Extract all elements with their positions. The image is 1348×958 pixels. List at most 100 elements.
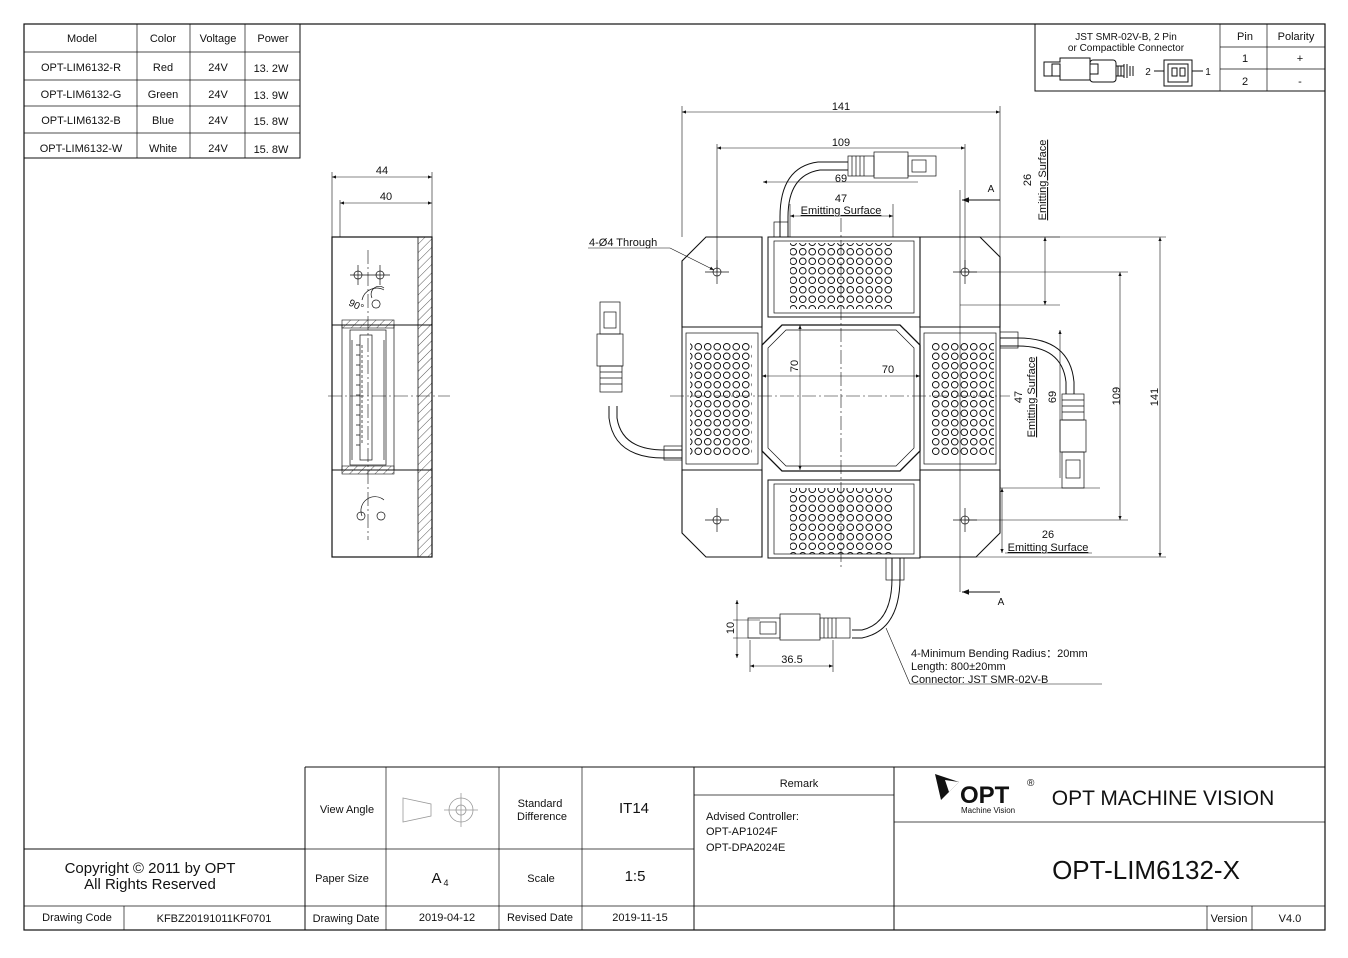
color-header: Color (150, 33, 177, 45)
section-label-top: A (988, 184, 995, 195)
dim-70-vertical: 70 (789, 360, 801, 372)
remark-line: Advised Controller: (706, 811, 799, 823)
power-cell: 13. 9W (254, 90, 289, 102)
side-dim-44: 44 (376, 165, 388, 177)
opt-logo-icon (935, 774, 959, 800)
emit-label-right: Emitting Surface (1037, 140, 1049, 221)
bottom-led-array (790, 488, 894, 554)
pin-header: Pin (1237, 31, 1253, 43)
emit-label-side: Emitting Surface (1026, 357, 1038, 438)
company-logo: OPT (960, 782, 1010, 809)
dim-26-bottom: 26 (1042, 529, 1054, 541)
hole-note: 4-Ø4 Through (589, 237, 657, 249)
cable-note-connector: Connector: JST SMR-02V-B (911, 674, 1048, 686)
voltage-header: Voltage (200, 33, 237, 45)
angle-label: 90° (347, 298, 365, 314)
cable-top (773, 151, 937, 238)
side-dim-40: 40 (380, 191, 392, 203)
emit-label-top: Emitting Surface (801, 205, 882, 217)
cable-note-bending: 4-Minimum Bending Radius：20mm (911, 648, 1088, 660)
standard-value: IT14 (619, 800, 649, 817)
color-cell: White (149, 143, 177, 155)
title-block: Copyright © 2011 by OPT All Rights Reser… (24, 766, 1325, 930)
power-cell: 15. 8W (254, 144, 289, 156)
front-view: 141 109 69 47 Emitting Surface 4-Ø4 Thro… (588, 101, 1166, 686)
dim-70-horizontal: 70 (882, 364, 894, 376)
connector-table: JST SMR-02V-B, 2 Pin or Compactible Conn… (1034, 23, 1326, 92)
scale-value: 1:5 (625, 868, 646, 885)
color-cell: Red (153, 62, 173, 74)
model-cell: OPT-LIM6132-B (41, 115, 120, 127)
voltage-cell: 24V (208, 62, 228, 74)
revised-date: 2019-11-15 (612, 912, 667, 924)
power-cell: 13. 2W (254, 63, 289, 75)
model-cell: OPT-LIM6132-R (41, 62, 121, 74)
polarity-cell: - (1298, 76, 1302, 88)
drawing-date-label: Drawing Date (313, 913, 380, 925)
dim-47-side: 47 (1013, 391, 1025, 403)
pin-label-right: 1 (1205, 67, 1211, 78)
top-led-array (790, 243, 894, 309)
dim-36-5-connector: 36.5 (781, 654, 802, 666)
pin-label-left: 2 (1145, 67, 1151, 78)
cable-left (596, 301, 683, 461)
remark-line: OPT-DPA2024E (706, 842, 785, 854)
voltage-cell: 24V (208, 89, 228, 101)
dim-10-connector: 10 (725, 622, 737, 634)
dim-109-right: 109 (1111, 387, 1123, 405)
dim-69-top: 69 (835, 173, 847, 185)
company-logo-reg: ® (1027, 778, 1035, 789)
side-led-strip (356, 344, 363, 446)
model-header: Model (67, 33, 97, 45)
section-label-bottom: A (998, 597, 1005, 608)
copyright-line1: Copyright © 2011 by OPT (65, 860, 236, 877)
sheet-border (23, 23, 1326, 931)
power-cell: 15. 8W (254, 116, 289, 128)
scale-label: Scale (527, 873, 555, 885)
standard-label-2: Difference (517, 811, 567, 823)
emit-label-bottom: Emitting Surface (1008, 542, 1089, 554)
paper-size-label: Paper Size (315, 873, 369, 885)
dim-141-right: 141 (1149, 388, 1161, 406)
model-cell: OPT-LIM6132-G (41, 89, 122, 101)
connector-title-line2: or Compactible Connector (1068, 43, 1185, 54)
company-logo-sub: Machine Vision (961, 806, 1015, 815)
color-cell: Green (148, 89, 179, 101)
version-label: Version (1211, 913, 1248, 925)
projection-symbol-icon (402, 793, 478, 827)
drawing-date: 2019-04-12 (419, 912, 475, 924)
dim-26-right: 26 (1022, 174, 1034, 186)
remark-label: Remark (780, 778, 819, 790)
right-led-array (932, 343, 994, 457)
connector-sketch-icon (1043, 57, 1203, 87)
side-view: 90° 44 40 (328, 165, 450, 558)
company-name: OPT MACHINE VISION (1052, 787, 1274, 810)
cable-note-length: Length: 800±20mm (911, 661, 1006, 673)
version: V4.0 (1279, 913, 1302, 925)
view-angle-label: View Angle (320, 804, 374, 816)
standard-label-1: Standard (518, 798, 563, 810)
copyright-line2: All Rights Reserved (84, 876, 216, 893)
pin-cell: 2 (1242, 76, 1248, 88)
connector-title-line1: JST SMR-02V-B, 2 Pin (1075, 32, 1177, 43)
drawing-code-label: Drawing Code (42, 912, 112, 924)
left-led-array (690, 343, 752, 457)
mount-hole-icon (376, 511, 386, 521)
drawing-code: KFBZ20191011KF0701 (157, 913, 272, 925)
cable-right (999, 331, 1087, 489)
revised-date-label: Revised Date (507, 912, 573, 924)
polarity-header: Polarity (1278, 31, 1315, 43)
dim-141-top: 141 (832, 101, 850, 113)
color-cell: Blue (152, 115, 174, 127)
dim-47-top: 47 (835, 193, 847, 205)
dim-109-top: 109 (832, 137, 850, 149)
power-header: Power (257, 33, 289, 45)
voltage-cell: 24V (208, 115, 228, 127)
part-number: OPT-LIM6132-X (1052, 855, 1240, 885)
model-table: Model Color Voltage Power OPT-LIM6132-R … (23, 23, 301, 159)
model-cell: OPT-LIM6132-W (40, 143, 123, 155)
polarity-cell: + (1297, 53, 1303, 65)
